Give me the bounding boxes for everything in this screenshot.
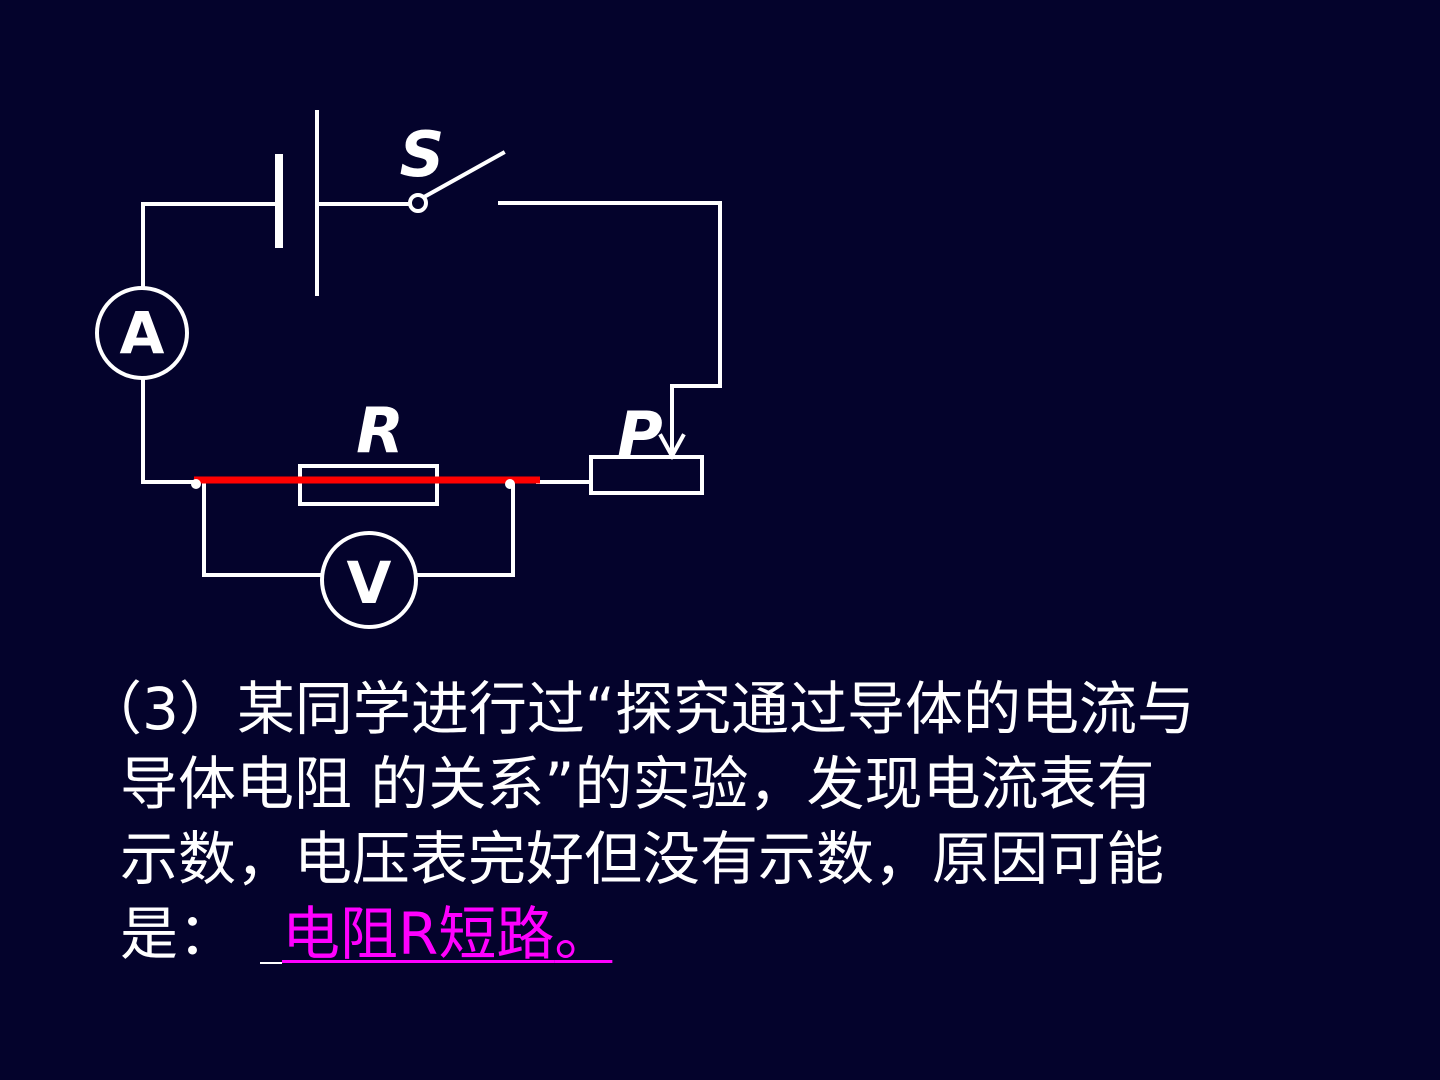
answer-text: 电阻R短路 xyxy=(282,900,555,968)
answer-end-mark: 。 xyxy=(554,900,613,968)
ammeter-circle xyxy=(95,286,189,380)
rheostat-label: P xyxy=(617,398,662,471)
wire-voltmeter-left xyxy=(202,482,324,577)
question-line-2: 导体电阻 的关系”的实验，发现电流表有 xyxy=(120,750,1155,818)
rheostat-body xyxy=(589,455,704,495)
voltmeter-symbol: V xyxy=(347,549,392,617)
wire-voltmeter-right xyxy=(414,482,515,577)
question-line-3: 示数，电压表完好但没有示数，原因可能 xyxy=(120,825,1165,893)
switch-blade xyxy=(421,150,506,200)
junction-dot-right xyxy=(505,479,515,489)
resistor-body xyxy=(298,464,439,506)
voltmeter-circle xyxy=(320,531,418,629)
question-line-1: （3）某同学进行过“探究通过导体的电流与 xyxy=(84,675,1195,743)
wire-top-right xyxy=(498,201,722,388)
resistor-label: R xyxy=(356,394,404,467)
answer-blank xyxy=(260,906,283,964)
junction-dot-left xyxy=(191,479,201,489)
question-line-4: 是： 电阻R短路。 xyxy=(84,897,1384,972)
question-text: （3）某同学进行过“探究通过导体的电流与 导体电阻 的关系”的实验，发现电流表有… xyxy=(84,672,1384,972)
switch-label: S xyxy=(400,118,445,191)
circuit-diagram: A V S R P xyxy=(95,110,722,629)
switch-pivot xyxy=(408,193,428,213)
answer-prefix: 是： xyxy=(120,900,237,968)
ammeter-symbol: A xyxy=(120,299,165,367)
